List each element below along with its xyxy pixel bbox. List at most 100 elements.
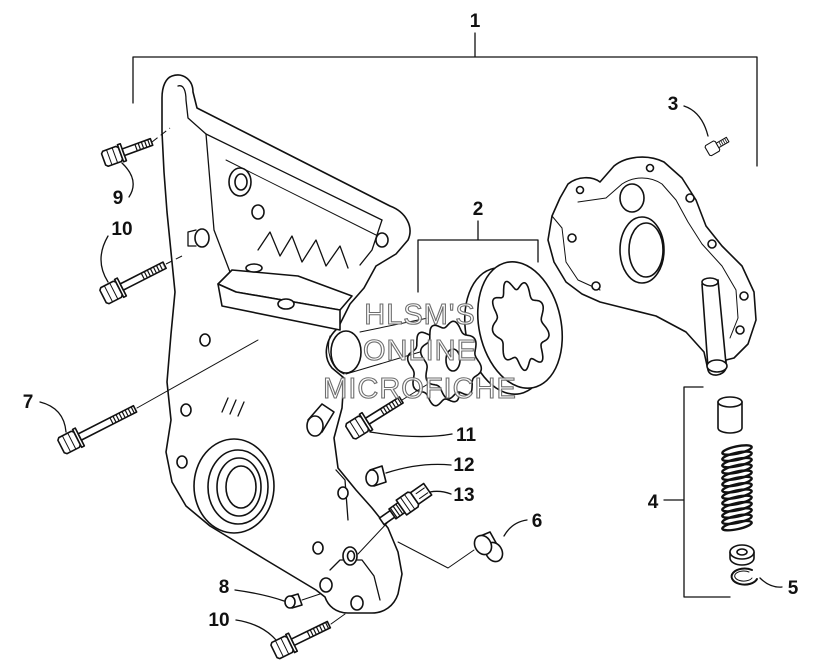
front-cover [161, 74, 411, 614]
callout-11: 11 [456, 425, 477, 446]
cover-slot [245, 263, 263, 273]
cover-slot [277, 298, 295, 310]
pump-bolt-hole [591, 281, 601, 291]
cover-pump-bore [330, 330, 362, 374]
sleeve-12 [365, 465, 387, 487]
callout-4: 4 [648, 492, 659, 513]
bolt-11 [345, 396, 404, 440]
callout-1: 1 [470, 11, 481, 32]
cover-hole [312, 541, 324, 555]
callout-13: 13 [453, 485, 474, 506]
watermark-line-1: HLSM'S [364, 299, 475, 331]
bolt-thread [134, 139, 152, 152]
pump-bolt-hole [735, 325, 745, 335]
bolt-10-lower [270, 620, 332, 660]
pump-bolt-hole [707, 239, 717, 249]
callout-8-leader [234, 589, 285, 602]
plug-6 [473, 531, 504, 563]
cover-hole [176, 455, 188, 469]
cover-bracket-hole [375, 232, 389, 248]
callout-10-lower: 10 [208, 610, 229, 631]
callout-6: 6 [532, 511, 543, 532]
bolt-thread [109, 406, 136, 425]
bolt-shaft [290, 620, 332, 647]
callout-10-lower-leader [235, 619, 277, 641]
cover-dowel-left-end [194, 228, 210, 248]
pump-flange-inner [577, 177, 739, 339]
cover-casting-marks [221, 397, 245, 417]
pump-bolt-hole [645, 163, 655, 173]
cover-lower-boss-edge [329, 559, 381, 601]
sleeve-end [365, 469, 379, 487]
bolt-10-upper [99, 261, 167, 305]
relief-plunger [717, 401, 743, 434]
cover-lower-boss-edge [335, 469, 349, 521]
screw-3 [704, 136, 730, 157]
bolt-10-alignment [165, 255, 183, 265]
plug-end [284, 595, 296, 609]
bolt-head-facets [274, 637, 290, 658]
callout-3: 3 [668, 94, 679, 115]
cover-web-side [205, 133, 231, 273]
callout-2: 2 [473, 199, 484, 220]
sensor-13-alignment [357, 521, 389, 555]
callout-3-leader [683, 105, 709, 137]
bolt-9 [100, 137, 154, 168]
cover-hole [180, 403, 192, 417]
inner-rotor-hub [445, 348, 461, 372]
bolt-head-facets [349, 417, 365, 438]
callout-10-upper-leader [100, 235, 109, 283]
cover-web-line [225, 159, 379, 237]
screw-head [704, 140, 721, 157]
spring-seat-hole [736, 548, 748, 556]
cover-hole [350, 595, 364, 611]
cover-hole [319, 577, 333, 593]
pump-bore-inner [628, 222, 664, 278]
bolt-11-alignment [401, 383, 429, 401]
callout-13-leader [429, 490, 452, 495]
cover-boss-upper-hole [234, 173, 248, 191]
bolt-7 [57, 404, 138, 455]
cover-hole [199, 333, 211, 347]
pump-relief-tube-top [701, 277, 719, 287]
sensor-13 [378, 482, 433, 526]
pump-bolt-hole [739, 291, 749, 301]
bolt-10-lower-alignment [330, 613, 346, 625]
cover-upper-web-edge [177, 85, 383, 221]
callout-7: 7 [23, 392, 34, 413]
rotor-alignment [345, 351, 421, 375]
callout-7-leader [39, 401, 67, 433]
callout-4-bracket [663, 386, 731, 598]
cover-pump-bore-rim [328, 335, 345, 375]
pump-bolt-hole [685, 193, 695, 203]
callout-11-leader [369, 431, 453, 438]
watermark-line-3: MICROFICHE [323, 373, 517, 405]
callout-5-leader [759, 577, 783, 588]
bolt-head-facets [103, 282, 119, 303]
relief-spring [721, 444, 753, 532]
callout-8: 8 [219, 577, 230, 598]
alignment-lines [136, 127, 475, 625]
callout-12: 12 [453, 455, 474, 476]
callout-1-bracket [132, 32, 758, 167]
bolt-head [57, 430, 82, 455]
callout-12-leader [385, 463, 452, 474]
pump-bolt-hole [575, 185, 585, 195]
bolt-7-alignment [136, 339, 259, 409]
cover-hole [251, 204, 265, 220]
plug-8 [284, 593, 303, 609]
screw-thread [718, 137, 729, 147]
crank-seal-inner [225, 465, 257, 509]
retaining-clip [730, 567, 758, 586]
bolt-shaft [77, 404, 138, 441]
callout-10-upper: 10 [111, 219, 132, 240]
retaining-clip-inner [734, 570, 753, 582]
bolt-head-facets [106, 147, 119, 166]
cover-dowel-end [306, 415, 324, 437]
sensor-thread-lines [389, 503, 405, 519]
plug-6-alignment [397, 541, 475, 569]
rotor-alignment [359, 317, 429, 333]
bolt-thread [379, 397, 403, 416]
